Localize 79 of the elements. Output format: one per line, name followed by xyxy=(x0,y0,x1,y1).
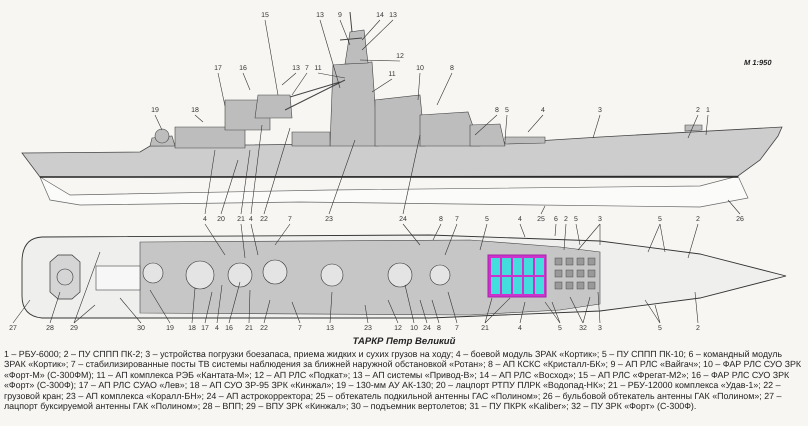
leader-line xyxy=(598,292,600,324)
leader-line xyxy=(250,224,258,256)
leader-line xyxy=(420,300,428,324)
leader-line xyxy=(220,160,238,214)
leader-line xyxy=(660,224,666,252)
leader-line xyxy=(418,72,420,100)
drawing-title: ТАРКР Петр Великий xyxy=(352,336,456,347)
leader-line xyxy=(328,140,356,214)
leader-line xyxy=(242,72,250,90)
leader-line xyxy=(540,206,546,214)
leader-line xyxy=(364,304,368,324)
leader-line xyxy=(362,20,380,40)
leader-line xyxy=(402,224,420,246)
leader-line xyxy=(216,284,222,324)
leader-line xyxy=(264,20,278,96)
leader-line xyxy=(292,72,308,96)
leader-line xyxy=(204,292,212,324)
leader-line xyxy=(504,114,508,140)
leader-line xyxy=(218,72,226,106)
leader-line xyxy=(582,296,590,324)
leader-line xyxy=(480,224,488,250)
leader-line xyxy=(484,298,492,324)
leader-line xyxy=(240,150,250,214)
leader-line xyxy=(372,78,392,92)
leader-line xyxy=(694,292,698,324)
leader-line xyxy=(154,114,162,130)
leader-line xyxy=(544,302,560,324)
leader-line xyxy=(360,60,400,62)
leader-line xyxy=(484,298,510,324)
leader-line xyxy=(274,224,290,246)
leader-line xyxy=(644,300,660,324)
leader-line xyxy=(520,224,526,238)
leader-line xyxy=(50,292,60,324)
leader-line xyxy=(330,292,332,324)
leader-line xyxy=(706,114,708,136)
leader-line xyxy=(264,128,290,214)
leader-line xyxy=(318,72,346,78)
leader-line xyxy=(688,114,698,138)
leader-line xyxy=(192,288,196,324)
leader-line xyxy=(362,20,394,50)
leader-line xyxy=(404,284,414,324)
leader-line xyxy=(648,224,660,252)
leader-line xyxy=(432,224,442,240)
leader-line xyxy=(444,224,458,256)
leader-line xyxy=(578,224,600,250)
leader-line xyxy=(320,20,340,88)
leader-line xyxy=(520,302,526,324)
leader-line xyxy=(576,224,580,246)
leader-line xyxy=(228,282,240,324)
leader-line xyxy=(340,20,350,46)
leader-line xyxy=(204,224,226,256)
leader-line xyxy=(402,134,420,214)
leader-line xyxy=(388,300,398,324)
leader-line xyxy=(552,302,560,324)
leader-line xyxy=(688,224,698,258)
leader-line xyxy=(432,300,440,324)
leader-line xyxy=(592,114,600,138)
leader-line xyxy=(282,72,296,86)
leader-line xyxy=(554,224,556,236)
leader-line xyxy=(250,124,262,214)
leader-line xyxy=(264,300,270,324)
caption-text: 1 – РБУ-6000; 2 – ПУ СППП ПК-2; 3 – устройства погрузки боезапаса, приема жидких и сухих грузов на ходу; 4 – боевой модуль ЗРАК «Кортик»; 5 – ПУ СППП ПК-10; 6 – командный модуль ЗРАК «Кортик»; 7 – стабилизированные посты ТВ системы наблюдения за ближней наружной обстановкой «Ротан»; 8 – АП КСКС «Кристалл-БК»; 9 – АП РЛС «Вайгач»; 10 – ФАР РЛС СУО ЗРК «Форт-М» (С-300ФМ); 11 – АП комплекса РЭБ «Кантата-М»; 12 – АП РЛС «Подкат»; 13 – АП системы «Привод-В»; 14 – АП РЛС «Восход»; 15 – АП РЛС «Фрегат-М2»; 16 – ФАР РЛС СУО ЗРК «Форт» (С-300Ф); 17 – АП РЛС СУАО «Лев»; 18 – АП СУО ЗР-95 ЗРК «Кинжал»; 19 – 130-мм АУ АК-130; 20 – лацпорт РТПУ ПЛРК «Водопад-НК»; 21 – РБУ-12000 комплекса «Удав-1»; 22 – грузовой кран; 23 – АП комплекса «Коралл-БН»; 24 – АП астрокорректора; 25 – обтекатель подкильной антенны ГАС «Полином»; 26 – бульбовой обтекатель антенны ГАК «Полином»; 27 – лацпорт буксируемой антенны ГАК «Полином»; 28 – ВПП; 29 – ВПУ ЗРК «Кинжал»; 30 – подъемник вертолетов; 31 – ПУ ПКРК «Kaliber»; 32 – ПУ ЗРК «Форт» (С-300Ф). xyxy=(4,349,802,412)
leader-line xyxy=(654,304,660,324)
leader-line xyxy=(528,114,544,132)
leader-line xyxy=(436,72,452,106)
leader-line xyxy=(248,290,250,324)
leader-line xyxy=(204,150,216,214)
leader-line xyxy=(194,114,204,122)
leader-line xyxy=(564,224,566,250)
leader-line xyxy=(448,292,458,324)
leader-line xyxy=(570,296,584,324)
leader-line xyxy=(74,304,96,324)
leader-line xyxy=(728,200,740,214)
leader-line xyxy=(292,302,300,324)
leader-line xyxy=(12,300,30,324)
leader-line xyxy=(74,252,100,324)
leader-line xyxy=(150,290,170,324)
leader-line xyxy=(474,114,498,136)
leader-line xyxy=(240,224,246,258)
